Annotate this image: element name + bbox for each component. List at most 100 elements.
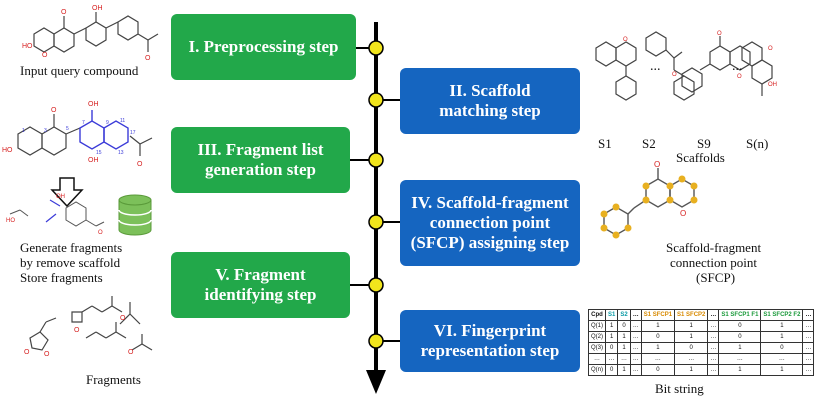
- timeline-node-1: [368, 40, 384, 56]
- bit-table-cell: …: [707, 353, 720, 365]
- svg-text:O: O: [42, 52, 48, 59]
- svg-text:OH: OH: [92, 5, 103, 12]
- bit-table-cell: 0: [640, 364, 676, 376]
- svg-text:O: O: [98, 230, 103, 236]
- svg-text:O: O: [44, 351, 50, 358]
- svg-text:O: O: [120, 315, 126, 322]
- bit-table-cell: 1: [674, 364, 709, 376]
- scaffolds-label: Scaffolds: [676, 150, 725, 165]
- step-box-fingerprint: VI. Fingerprint representation step: [400, 310, 580, 372]
- bit-table-cell: 1: [604, 320, 619, 332]
- svg-text:O: O: [128, 349, 134, 356]
- bit-table-cell: 1: [674, 331, 709, 343]
- bit-table-cell: 1: [674, 320, 709, 332]
- bit-table-header-cell: S1 SFCP1: [640, 309, 676, 321]
- step-label-scaffold-matching: II. Scaffold matching step: [439, 81, 541, 120]
- svg-text:O: O: [654, 160, 660, 169]
- bit-table-header-cell: S1 SFCP1 F1: [718, 309, 762, 321]
- bit-table-cell: …: [629, 342, 642, 354]
- svg-text:O: O: [24, 349, 30, 356]
- svg-text:O: O: [717, 31, 722, 37]
- step-label-fragment-list: III. Fragment list generation step: [197, 140, 324, 179]
- bit-table-cell: 0: [674, 342, 709, 354]
- sfcp-dot-5: [690, 196, 698, 204]
- svg-text:O: O: [61, 9, 67, 16]
- bit-table-cell: 0: [617, 320, 631, 332]
- svg-text:OH: OH: [56, 194, 65, 200]
- scaffold-structures: O O O O ... ...: [595, 31, 751, 101]
- timeline-node-4: [368, 214, 384, 230]
- timeline-node-3: [368, 152, 384, 168]
- sfcp-label-3: (SFCP): [696, 270, 736, 285]
- scaffold-label-s9: S9: [697, 136, 711, 151]
- svg-text:3: 3: [44, 128, 47, 134]
- svg-text:HO: HO: [6, 218, 15, 224]
- sfcp-dot-10: [600, 224, 608, 232]
- svg-text:17: 17: [130, 130, 136, 136]
- scaffold-label-s1: S1: [598, 136, 612, 151]
- bit-table-cell: 1: [640, 342, 676, 354]
- bit-table-header-cell: …: [707, 309, 720, 321]
- bit-table-cell: 0: [718, 331, 762, 343]
- step-label-fingerprint: VI. Fingerprint representation step: [420, 321, 560, 360]
- bit-table-cell: 1: [617, 331, 631, 343]
- svg-text:O: O: [680, 209, 686, 218]
- svg-text:O: O: [623, 37, 628, 43]
- sfcp-dot-3: [678, 175, 686, 183]
- bit-table-cell: 0: [760, 342, 804, 354]
- bit-table-cell: 1: [760, 320, 804, 332]
- bit-table-cell: Q(2): [588, 331, 606, 343]
- timeline-node-2: [368, 92, 384, 108]
- bit-table-cell: 1: [604, 331, 619, 343]
- bit-table-cell: …: [629, 320, 642, 332]
- bit-table-cell: …: [802, 320, 814, 332]
- scaffold-dots-2-graphic: ...: [732, 59, 743, 74]
- fragment-structures: O O O O O: [24, 296, 153, 358]
- bit-table-cell: …: [707, 320, 720, 332]
- bit-table-header-cell: S1 SFCP2 F2: [760, 309, 804, 321]
- step-box-sfcp-assigning: IV. Scaffold-fragment connection point (…: [400, 180, 580, 266]
- bit-table-cell: …: [802, 331, 814, 343]
- scaffold-label-sn: S(n): [746, 136, 769, 151]
- bit-table-cell: 0: [604, 364, 619, 376]
- bit-table-cell: 1: [640, 320, 676, 332]
- generate-fragments-label-1: Generate fragments: [20, 240, 123, 255]
- svg-text:O: O: [51, 107, 57, 114]
- svg-text:11: 11: [120, 118, 125, 124]
- bit-table-header-cell: S2: [617, 309, 631, 321]
- bit-table-cell: …: [604, 353, 619, 365]
- scaffold-dots-1-graphic: ...: [650, 59, 661, 74]
- step-box-fragment-list: III. Fragment list generation step: [171, 127, 350, 193]
- svg-text:O: O: [145, 55, 151, 62]
- bit-table-cell: 0: [640, 331, 676, 343]
- bit-table-cell: 1: [617, 364, 631, 376]
- bit-table-cell: 1: [760, 331, 804, 343]
- generate-fragments-label-2: by remove scaffold: [20, 255, 121, 270]
- sfcp-dot-7: [642, 196, 650, 204]
- sfcp-label-2: connection point: [670, 255, 758, 270]
- bit-table-cell: …: [588, 353, 606, 365]
- bit-table-cell: …: [802, 342, 814, 354]
- svg-text:OH: OH: [88, 101, 99, 108]
- step-box-preprocessing: I. Preprocessing step: [171, 14, 356, 80]
- bit-table-cell: …: [617, 353, 631, 365]
- svg-text:9: 9: [106, 120, 109, 126]
- sfcp-dot-11: [612, 231, 620, 239]
- database-icon: [118, 194, 152, 236]
- generated-fragments: HO OH O: [6, 194, 105, 236]
- bit-table-cell: 1: [617, 342, 631, 354]
- bit-table-cell: …: [760, 353, 804, 365]
- sfcp-molecule: O O: [600, 160, 698, 239]
- scaffold-label-s2: S2: [642, 136, 656, 151]
- sfcp-dot-2: [666, 182, 674, 190]
- fragments-label: Fragments: [86, 372, 141, 387]
- bit-table-cell: 1: [760, 364, 804, 376]
- input-query-molecule: HO O OH O O: [22, 5, 159, 62]
- step-label-sfcp-assigning: IV. Scaffold-fragment connection point (…: [410, 193, 570, 252]
